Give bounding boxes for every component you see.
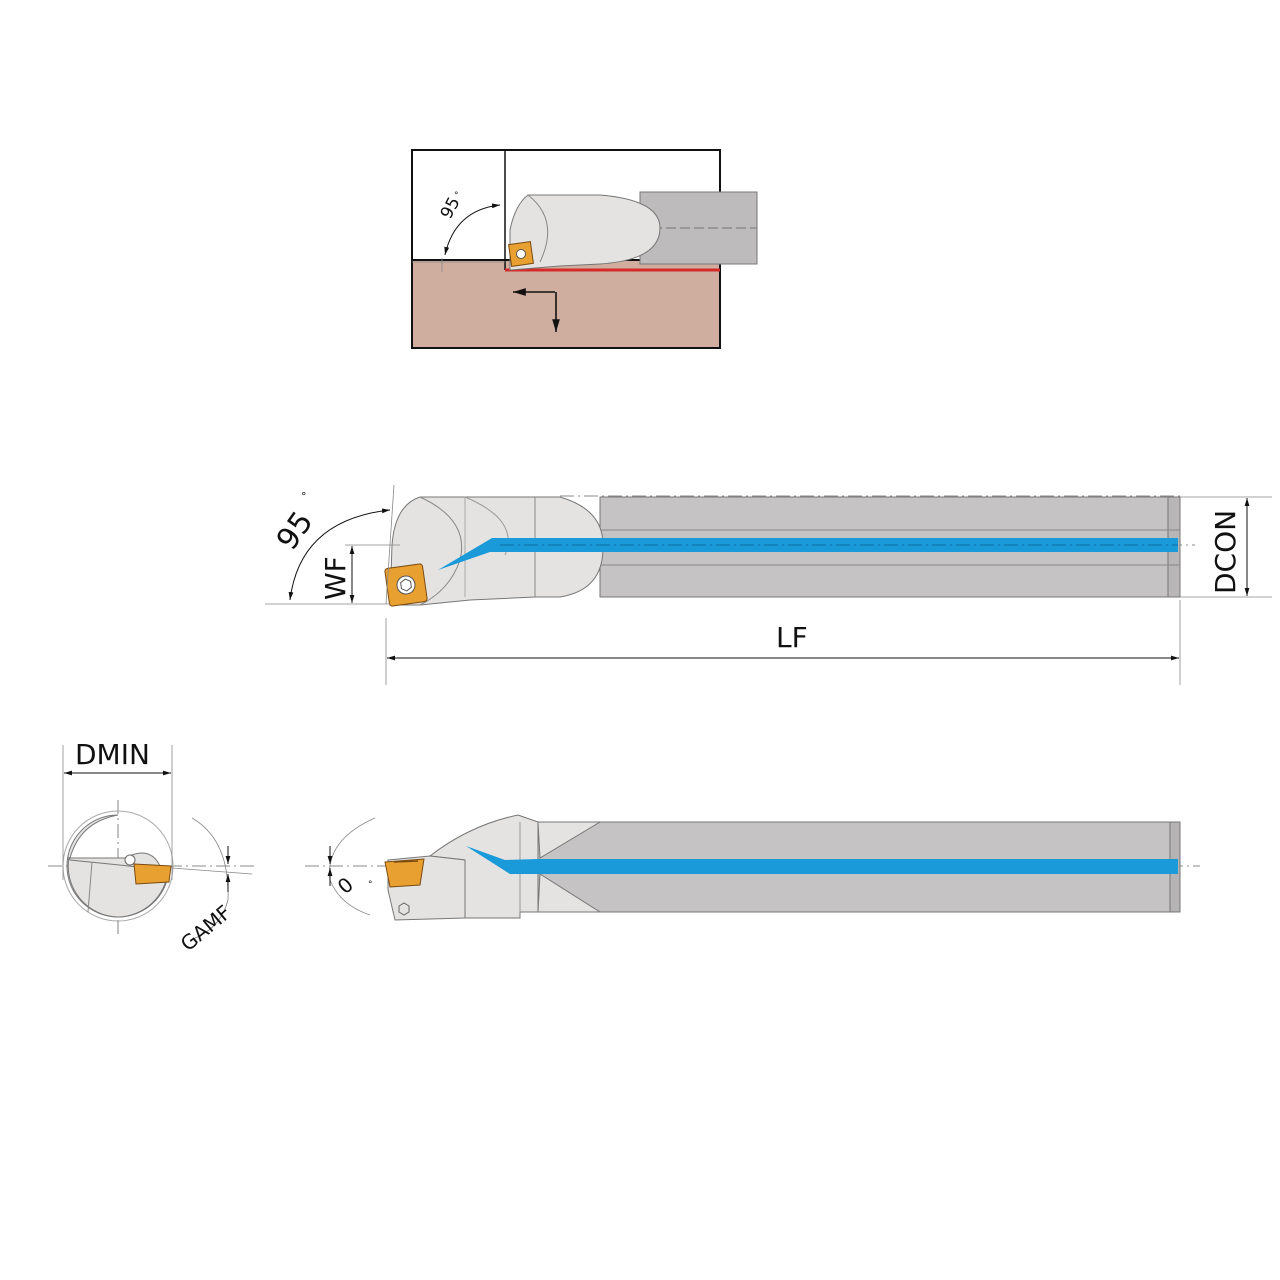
end-view: DMIN GAMF	[48, 738, 255, 956]
side-insert	[384, 563, 428, 607]
dcon-label: DCON	[1209, 510, 1242, 594]
inset-screw-icon	[516, 249, 526, 259]
top-head	[428, 814, 539, 919]
end-insert	[133, 863, 172, 885]
wf-label: WF	[319, 556, 352, 600]
top-view: 0 °	[305, 814, 1200, 921]
workpiece	[411, 259, 721, 349]
side-angle-arc	[288, 508, 391, 601]
side-coolant-channel	[438, 538, 1178, 570]
machining-inset: 95 °	[411, 149, 758, 349]
top-angle-arc	[329, 817, 376, 916]
side-view: 95 ° WF DCON LF	[265, 484, 1272, 685]
dmin-label: DMIN	[75, 738, 150, 771]
gamf-label: GAMF	[176, 900, 236, 956]
gamf-arc	[189, 817, 229, 941]
top-angle-label: 0	[333, 872, 358, 899]
side-angle-label: 95	[270, 505, 321, 556]
top-degree-symbol: °	[368, 880, 373, 890]
inset-head-contour	[527, 194, 549, 263]
side-insert-screw-icon	[396, 575, 416, 595]
inset-angle-arc	[444, 203, 501, 256]
inset-degree-symbol: °	[454, 191, 459, 201]
top-coolant-channel	[466, 846, 1178, 874]
side-head	[389, 496, 536, 606]
side-degree-symbol: °	[301, 490, 307, 503]
top-screw-icon	[398, 902, 410, 916]
lf-label: LF	[776, 621, 808, 654]
inset-head	[509, 194, 661, 271]
top-insert	[384, 858, 425, 888]
